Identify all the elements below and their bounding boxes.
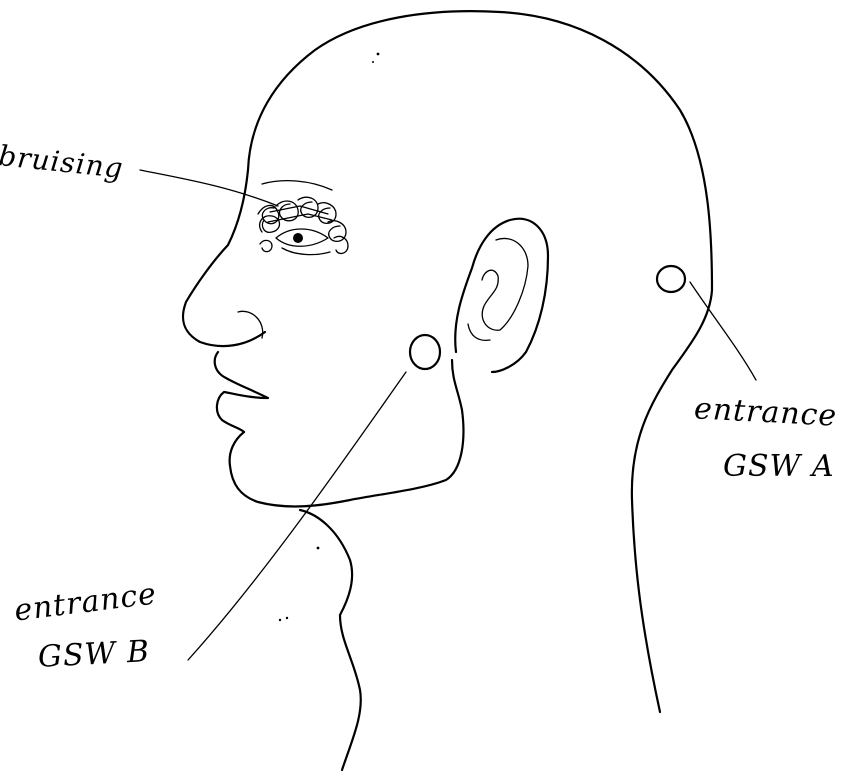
ear-outline	[455, 219, 548, 372]
mouth-outline	[215, 352, 268, 432]
eye-pupil	[293, 233, 303, 243]
chin-jaw-outline	[230, 360, 464, 506]
gsw-a-label-line1: entrance	[693, 394, 838, 431]
bruising-leader-line	[140, 170, 278, 206]
gsw-b-label-line2: GSW B	[37, 637, 150, 673]
eye-lower-lid	[282, 248, 330, 255]
ear-inner	[482, 238, 528, 330]
gsw-b-leader-line	[188, 372, 406, 660]
nose-detail	[238, 311, 263, 338]
gsw-a-wound	[657, 266, 685, 292]
head-outline-back	[248, 11, 712, 712]
gsw-a-leader-line	[690, 282, 756, 380]
gsw-b-wound	[410, 335, 440, 369]
neck-front-outline	[300, 510, 361, 770]
gsw-a-label-line2: GSW A	[723, 452, 835, 482]
eyebrow	[262, 181, 332, 190]
bruising-mark	[258, 197, 348, 253]
stray-dots	[279, 53, 380, 622]
